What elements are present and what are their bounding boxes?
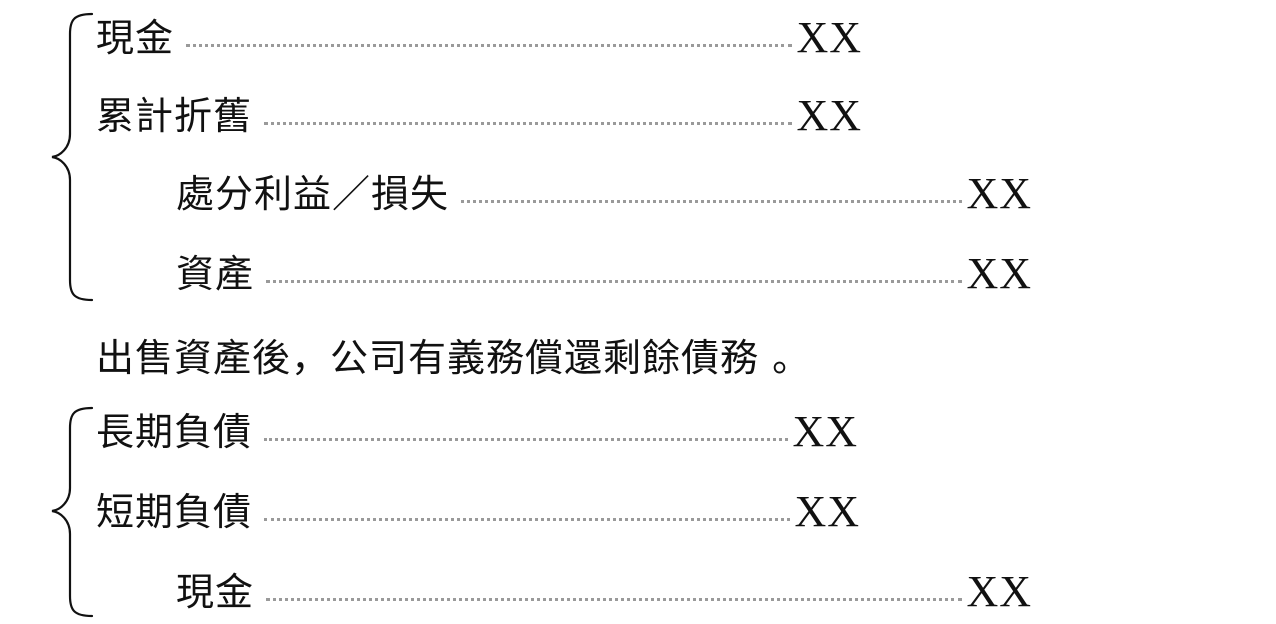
dotted-leader: [186, 43, 793, 47]
entry2-credit-cash-amount: XX: [966, 567, 1032, 616]
entry1-debit-accumulated-depreciation-label: 累計折舊: [96, 94, 253, 138]
dotted-leader: [266, 597, 963, 601]
entry1-credit-asset: 資產 XX: [176, 244, 1032, 304]
entry2-debit-short-term-liabilities: 短期負債 XX: [96, 482, 860, 542]
entry1-debit-cash-label: 現金: [96, 16, 175, 60]
entry2-debit-long-term-liabilities-amount: XX: [792, 407, 858, 456]
brace-entry-2: [46, 404, 96, 620]
entry2-debit-long-term-liabilities-label: 長期負債: [96, 410, 253, 454]
entry1-debit-cash-amount: XX: [796, 13, 862, 62]
entry1-credit-asset-amount: XX: [966, 249, 1032, 298]
entry2-debit-short-term-liabilities-label: 短期負債: [96, 490, 253, 534]
entry1-debit-accumulated-depreciation-amount: XX: [796, 91, 862, 140]
entry1-debit-accumulated-depreciation: 累計折舊 XX: [96, 86, 862, 146]
explanation-text: 出售資產後，公司有義務償還剩餘債務 。: [96, 335, 812, 380]
entry1-credit-asset-label: 資產: [176, 252, 255, 296]
dotted-leader: [264, 121, 793, 125]
brace-entry-1: [46, 10, 96, 304]
entry1-credit-gain-loss: 處分利益／損失 XX: [176, 164, 1032, 224]
entry1-debit-cash: 現金 XX: [96, 8, 862, 68]
entry2-credit-cash: 現金 XX: [176, 562, 1032, 622]
dotted-leader: [461, 199, 963, 203]
entry2-credit-cash-label: 現金: [176, 570, 255, 614]
entry2-debit-short-term-liabilities-amount: XX: [794, 487, 860, 536]
dotted-leader: [264, 517, 791, 521]
entry2-debit-long-term-liabilities: 長期負債 XX: [96, 402, 858, 462]
dotted-leader: [264, 437, 789, 441]
entry1-credit-gain-loss-amount: XX: [966, 169, 1032, 218]
dotted-leader: [266, 279, 963, 283]
entry1-credit-gain-loss-label: 處分利益／損失: [176, 172, 450, 216]
